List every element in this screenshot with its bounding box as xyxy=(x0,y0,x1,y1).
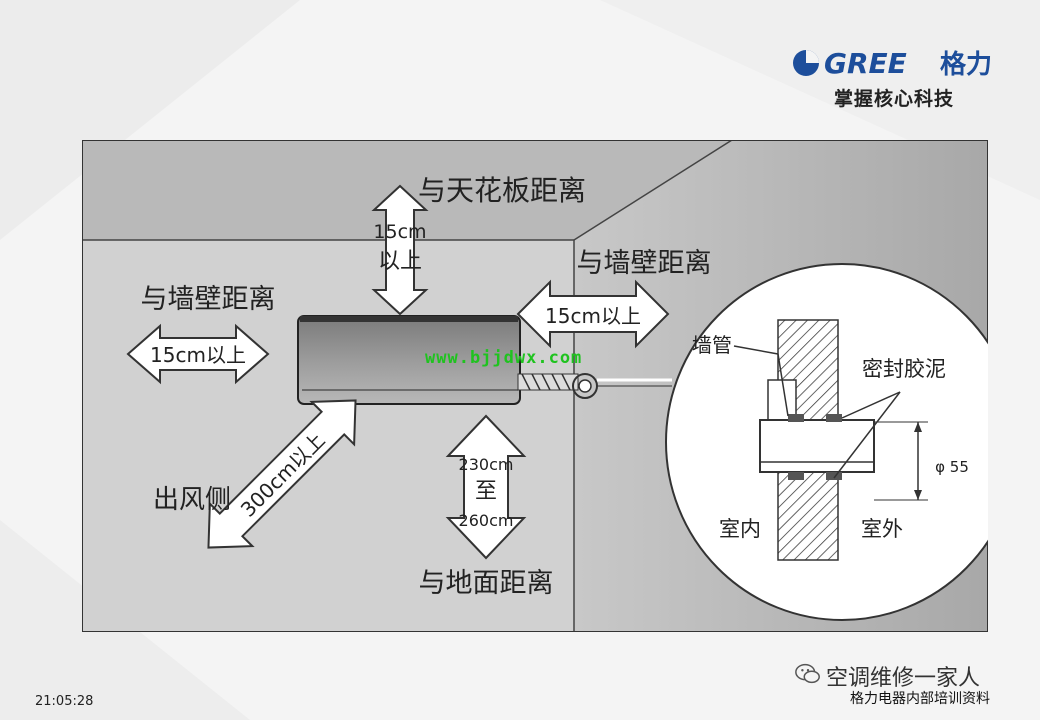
right-wall-arrow xyxy=(516,279,670,349)
timestamp: 21:05:28 xyxy=(35,694,94,709)
inset-indoor: 室内 xyxy=(719,517,761,541)
wechat-account-name: 空调维修一家人 xyxy=(826,666,981,691)
installation-diagram: 15cm 以上 与天花板距离 15cm以上 与墙壁距离 15cm以上 与墙壁距离… xyxy=(82,140,988,632)
ceiling-value-1: 15cm xyxy=(373,221,426,243)
left-wall-value: 15cm以上 xyxy=(150,343,246,367)
outlet-arrow xyxy=(207,399,357,549)
inset-wall-pipe: 墙管 xyxy=(692,333,732,357)
wechat-icon xyxy=(795,663,820,684)
outlet-title: 出风侧 xyxy=(153,485,231,515)
svg-text:GREE: GREE xyxy=(824,47,907,80)
left-wall-arrow xyxy=(126,323,270,385)
left-wall-title: 与墙壁距离 xyxy=(141,284,276,315)
ceiling-value-2: 以上 xyxy=(378,249,422,274)
training-material-label: 格力电器内部培训资料 xyxy=(850,691,990,707)
svg-text:格力: 格力 xyxy=(940,49,992,80)
inset-diameter: φ 55 xyxy=(935,458,969,476)
brand-slogan: 掌握核心科技 xyxy=(834,88,955,110)
floor-value-3: 260cm xyxy=(459,511,514,530)
watermark-url: www.bjjdwx.com xyxy=(425,348,583,368)
gree-logo: GREE 格力 xyxy=(793,47,992,80)
ceiling-arrow xyxy=(371,184,429,316)
inset-sealant: 密封胶泥 xyxy=(862,357,946,381)
floor-arrow xyxy=(445,414,527,560)
right-wall-value: 15cm以上 xyxy=(545,304,641,328)
floor-value-2: 至 xyxy=(475,479,497,504)
floor-value-1: 230cm xyxy=(459,455,514,474)
floor-title: 与地面距离 xyxy=(419,568,554,599)
right-wall-title: 与墙壁距离 xyxy=(577,248,712,279)
ceiling-title: 与天花板距离 xyxy=(418,174,586,207)
indoor-unit xyxy=(297,315,521,405)
connecting-pipe xyxy=(517,373,672,399)
wall-pipe-detail xyxy=(665,263,988,621)
inset-outdoor: 室外 xyxy=(861,517,903,541)
